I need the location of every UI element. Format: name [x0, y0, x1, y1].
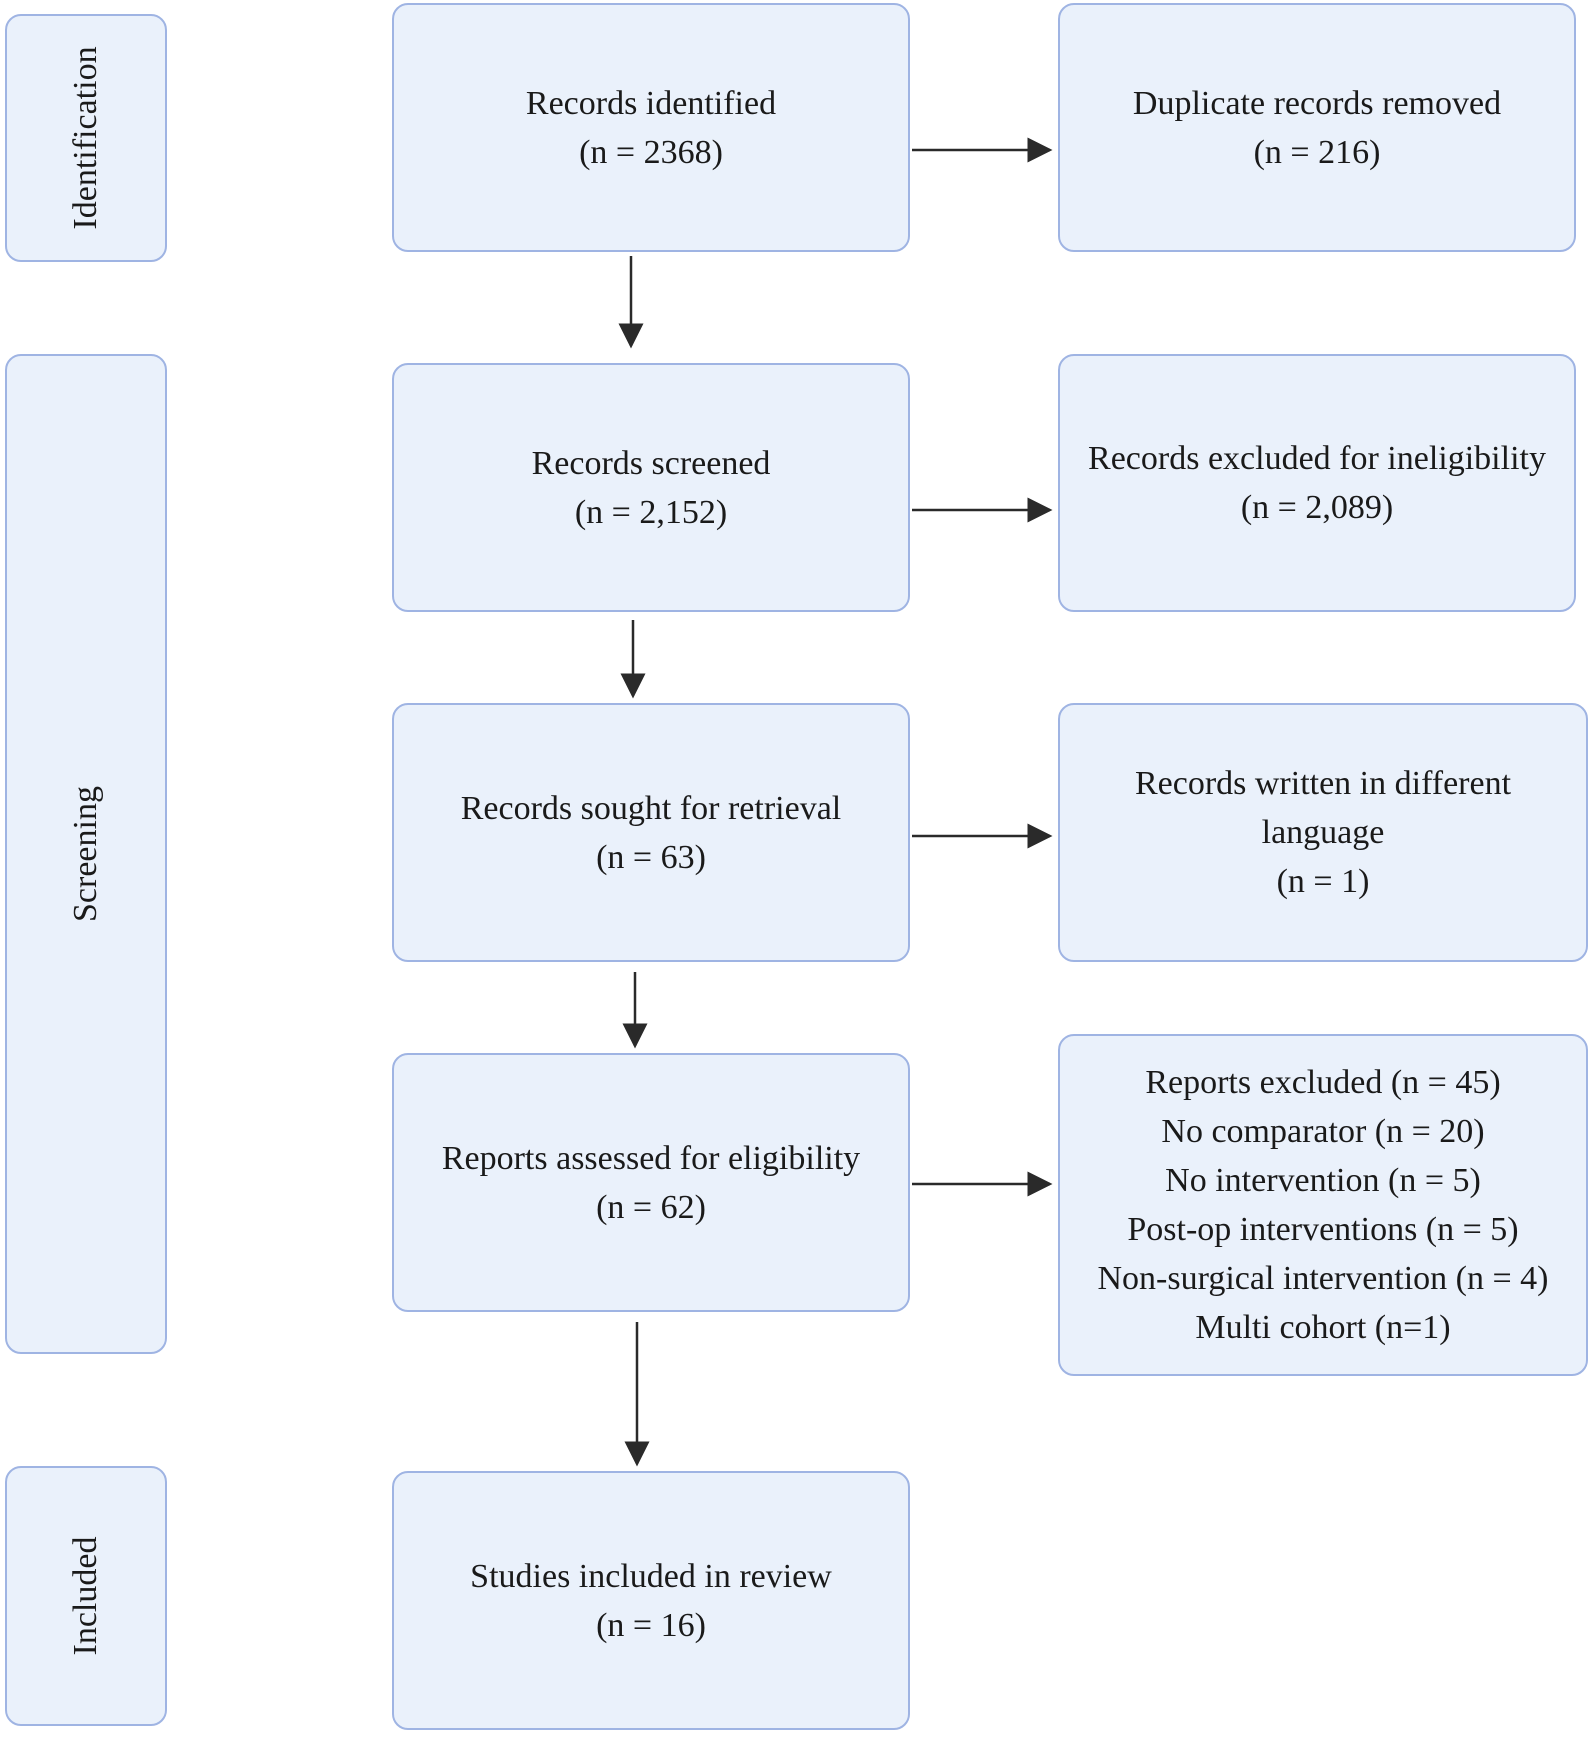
- duplicates-removed-label: Duplicate records removed: [1132, 84, 1502, 122]
- assessed-eligibility-label: Reports assessed for eligibility: [441, 1139, 861, 1177]
- reports-excluded-line: Reports excluded (n = 45): [1145, 1064, 1501, 1101]
- different-language-box: Records written in different language (n…: [1058, 703, 1588, 962]
- records-excluded-box: Records excluded for ineligibility (n = …: [1058, 354, 1576, 612]
- studies-included-box: Studies included in review (n = 16): [392, 1471, 910, 1730]
- reports-excluded-line: Post-op interventions (n = 5): [1127, 1211, 1519, 1248]
- reports-excluded-line: No comparator (n = 20): [1161, 1113, 1485, 1150]
- records-identified-box: Records identified (n = 2368): [392, 3, 910, 252]
- duplicates-removed-box: Duplicate records removed (n = 216): [1058, 3, 1576, 252]
- phase-identification: Identification: [5, 14, 167, 262]
- sought-retrieval-box: Records sought for retrieval (n = 63): [392, 703, 910, 962]
- phase-included: Included: [5, 1466, 167, 1726]
- records-screened-box: Records screened (n = 2,152): [392, 363, 910, 612]
- studies-included-label: Studies included in review: [470, 1557, 832, 1595]
- different-language-count: (n = 1): [1276, 863, 1370, 900]
- reports-excluded-line: Multi cohort (n=1): [1195, 1309, 1451, 1346]
- reports-excluded-box: Reports excluded (n = 45) No comparator …: [1058, 1034, 1588, 1376]
- studies-included-count: (n = 16): [596, 1606, 706, 1644]
- assessed-eligibility-box: Reports assessed for eligibility (n = 62…: [392, 1053, 910, 1312]
- different-language-label-1: Records written in different: [1134, 765, 1512, 802]
- different-language-label-2: language: [1261, 814, 1385, 851]
- phase-screening: Screening: [5, 354, 167, 1354]
- records-screened-count: (n = 2,152): [574, 493, 728, 531]
- assessed-eligibility-count: (n = 62): [596, 1188, 706, 1226]
- records-screened-label: Records screened: [531, 444, 771, 482]
- records-identified-label: Records identified: [525, 84, 777, 122]
- records-excluded-count: (n = 2,089): [1240, 489, 1394, 526]
- sought-retrieval-count: (n = 63): [596, 838, 706, 876]
- records-excluded-label: Records excluded for ineligibility: [1088, 440, 1546, 477]
- sought-retrieval-label: Records sought for retrieval: [460, 789, 842, 827]
- reports-excluded-line: Non-surgical intervention (n = 4): [1097, 1260, 1549, 1297]
- duplicates-removed-count: (n = 216): [1253, 133, 1381, 171]
- reports-excluded-line: No intervention (n = 5): [1165, 1162, 1481, 1199]
- records-identified-count: (n = 2368): [579, 133, 723, 171]
